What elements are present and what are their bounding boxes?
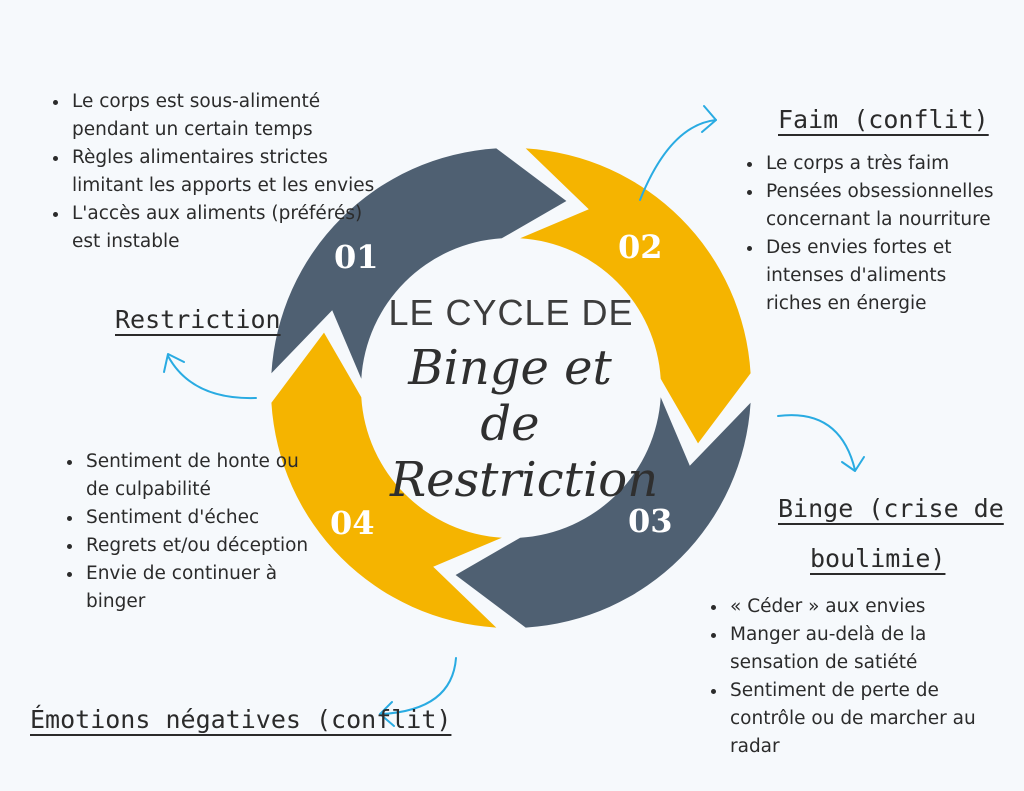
emotions-list: Sentiment de honte ou de culpabilitéSent…: [62, 448, 314, 616]
binge-bullet: « Céder » aux envies: [728, 593, 1018, 621]
binge-bullet: Sentiment de perte de contrôle ou de mar…: [728, 677, 1018, 761]
binge-title-line1: Binge (crise de: [778, 494, 1004, 523]
center-subtitle: Binge et de Restriction: [390, 340, 659, 508]
faim-bullet: Pensées obsessionnelles concernant la no…: [764, 178, 1004, 234]
emotions-bullet: Sentiment d'échec: [84, 504, 314, 532]
binge-title-line2: boulimie): [810, 544, 946, 573]
ring-segment-04: [271, 332, 502, 628]
binge-bullet: Manger au-delà de la sensation de satiét…: [728, 621, 1018, 677]
emotions-bullet: Regrets et/ou déception: [84, 532, 314, 560]
arrow-restriction: [167, 355, 257, 400]
arrow-binge: [777, 414, 856, 471]
segment-number-02: 02: [618, 228, 663, 266]
restriction-title: Restriction: [115, 305, 281, 334]
restriction-bullet: Le corps est sous-alimenté pendant un ce…: [70, 88, 390, 144]
segment-number-04: 04: [330, 504, 375, 542]
arrow-emotions-head: [379, 701, 395, 727]
binge-list: « Céder » aux enviesManger au-delà de la…: [706, 593, 1018, 761]
restriction-bullet: Règles alimentaires strictes limitant le…: [70, 144, 390, 200]
restriction-bullet: L'accès aux aliments (préférés) est inst…: [70, 200, 390, 256]
faim-title: Faim (conflit): [778, 105, 989, 134]
arrow-faim: [639, 119, 717, 201]
restriction-list: Le corps est sous-alimenté pendant un ce…: [48, 88, 390, 256]
faim-list: Le corps a très faimPensées obsessionnel…: [742, 150, 1004, 318]
faim-bullet: Le corps a très faim: [764, 150, 1004, 178]
arrow-binge-head: [841, 456, 865, 472]
ring-segment-03: [455, 397, 751, 628]
emotions-bullet: Envie de continuer à binger: [84, 560, 314, 616]
segment-number-03: 03: [628, 502, 673, 540]
arrow-emotions: [381, 657, 457, 715]
emotions-title: Émotions négatives (conflit): [30, 705, 452, 734]
faim-bullet: Des envies fortes et intenses d'aliments…: [764, 234, 1004, 318]
segment-number-01: 01: [334, 238, 379, 276]
arrow-faim-head: [701, 105, 717, 133]
ring-segment-01: [271, 148, 567, 379]
ring-segment-02: [520, 148, 751, 444]
center-title: LE CYCLE DE: [388, 292, 634, 333]
emotions-bullet: Sentiment de honte ou de culpabilité: [84, 448, 314, 504]
arrow-restriction-head: [163, 353, 185, 373]
